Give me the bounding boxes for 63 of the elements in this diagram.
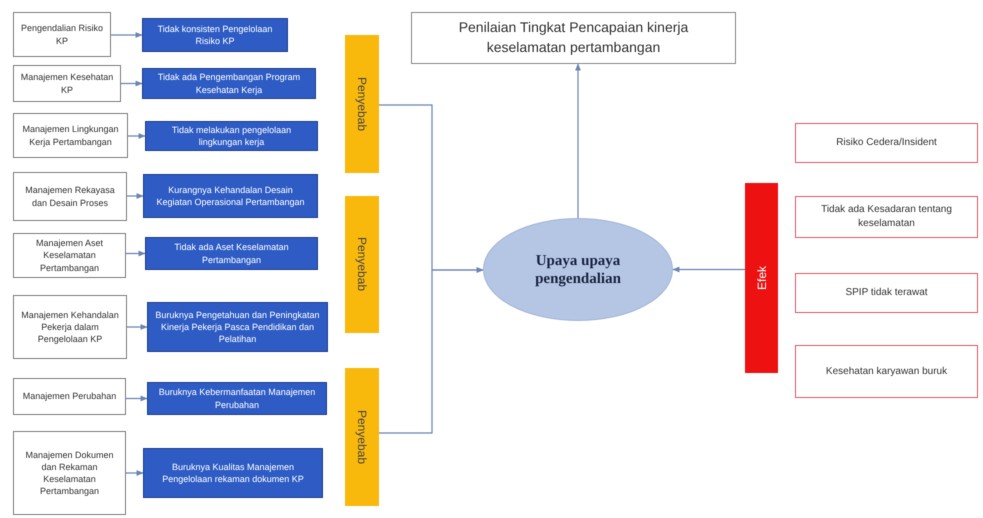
problem-box (142, 68, 316, 99)
effect-box (795, 273, 978, 313)
effect-box (795, 123, 978, 163)
cause-box (13, 378, 126, 415)
arrow (127, 193, 144, 199)
cause-box (13, 295, 127, 359)
box-label: Kesehatan karyawan buruk (826, 364, 948, 378)
box-label: Manajemen Rekayasa dan Desain Proses (24, 184, 116, 209)
cause-box (13, 172, 127, 221)
box-label: Manajemen Lingkungan Kerja Pertambangan (21, 123, 120, 148)
arrow (128, 133, 146, 139)
box-label: Tidak ada Kesadaran tentang keselamatan (820, 203, 953, 231)
box-label: Tidak ada Pengembangan Program Kesehatan Kerja (156, 71, 302, 96)
box-label: Buruknya Kebermanfaatan Manajemen Perubahan (158, 386, 316, 411)
box-label: Manajemen Perubahan (22, 390, 116, 403)
arrow (111, 32, 143, 38)
arrow (672, 266, 745, 272)
problem-box (147, 302, 328, 352)
cause-box (13, 12, 111, 57)
cause-category-band (345, 35, 379, 173)
arrow (379, 267, 484, 434)
control-ellipse (483, 218, 673, 321)
effect-band (745, 183, 778, 373)
box-label: Manajemen Kesehatan KP (20, 71, 114, 96)
box-label: Buruknya Pengetahuan dan Peningkatan Kinerja Pekerja Pasca Pendidikan dan Pelatihan (154, 308, 321, 346)
arrow (121, 80, 143, 86)
box-label: Manajemen Dokumen dan Rekaman Keselamatan Pertambangan (24, 448, 115, 498)
effect-box (795, 196, 978, 238)
box-label: Tidak melakukan pengelolaan lingkungan kerja (170, 124, 292, 148)
arrow (126, 396, 148, 402)
problem-box (143, 174, 318, 218)
box-label: Tidak konsisten Pengelolaan Risiko KP (156, 22, 274, 48)
problem-box (145, 237, 318, 270)
goal-box (411, 12, 736, 64)
arrow (126, 470, 144, 476)
box-label: Efek (754, 266, 768, 290)
arrow (127, 324, 148, 330)
cause-box (13, 113, 128, 158)
problem-box (143, 448, 323, 498)
cause-category-band (345, 368, 379, 506)
box-label: Buruknya Kualitas Manajemen Pengelolaan rekaman dokumen KP (161, 460, 305, 486)
box-label: Penyebab (355, 76, 369, 132)
cause-category-band (345, 196, 379, 333)
box-label: Manajemen Aset Keselamatan Pertambangan (34, 237, 104, 274)
problem-box (147, 382, 327, 415)
cause-box (13, 65, 121, 102)
cause-box (13, 233, 126, 278)
box-label: Risiko Cedera/Insident (836, 136, 937, 150)
cause-box (13, 431, 126, 515)
box-label: Penyebab (355, 410, 369, 464)
effect-box (795, 345, 978, 398)
box-label: Manajemen Kehandalan Pekerja dalam Pengelolaan KP (20, 308, 120, 346)
box-label: SPIP tidak terawat (845, 286, 928, 300)
arrow (126, 250, 146, 256)
box-label: Kurangnya Kehandalan Desain Kegiatan Operasional Pertambangan (155, 184, 306, 208)
box-label: Pengendalian Risiko KP (20, 22, 104, 47)
arrow (575, 63, 581, 218)
box-label: Penilaian Tingkat Pencapaian kinerja keselamatan pertambangan (458, 18, 690, 57)
box-label: Tidak ada Aset Keselamatan Pertambangan (173, 241, 290, 266)
problem-box (145, 121, 318, 151)
problem-box (142, 18, 288, 52)
box-label: Upaya upaya pengendalian (534, 252, 622, 288)
box-label: Penyebab (355, 237, 369, 292)
